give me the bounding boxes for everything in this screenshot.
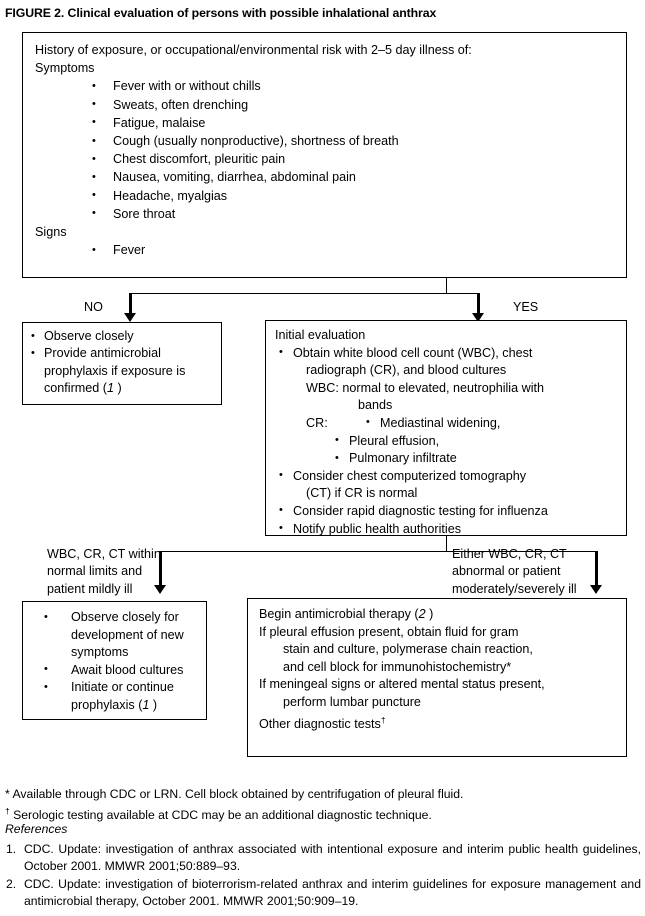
dagger-marker: † — [5, 805, 10, 816]
reference-text: CDC. Update: investigation of anthrax as… — [24, 842, 641, 874]
cr-finding: Pulmonary infiltrate — [275, 450, 626, 468]
reference-entry: 2. CDC. Update: investigation of bioterro… — [5, 876, 641, 911]
asterisk-marker: * — [5, 787, 10, 801]
observe-outcome-box: Observe closely for development of new s… — [22, 601, 207, 720]
initial-bullet-ct-line1: Consider chest computerized tomography — [275, 467, 626, 486]
therapy-text: Begin antimicrobial therapy ( — [259, 607, 419, 621]
list-item: Sweats, often drenching — [35, 95, 626, 114]
list-item: Nausea, vomiting, diarrhea, abdominal pa… — [35, 168, 626, 186]
reference-entry: 1. CDC. Update: investigation of anthrax … — [5, 841, 641, 876]
no-outcome-list: Observe closely Provide antimicrobial pr… — [30, 327, 215, 398]
reference-close: ) — [425, 607, 434, 621]
connector-stem-initial — [446, 536, 448, 552]
no-outcome-box: Observe closely Provide antimicrobial pr… — [22, 322, 222, 405]
therapy-line-effusion-1: If pleural effusion present, obtain flui… — [259, 624, 519, 639]
list-item: Await blood cultures — [29, 661, 202, 680]
dagger-footnote-marker: † — [380, 714, 386, 725]
therapy-line-meningeal-1: If meningeal signs or altered mental sta… — [259, 677, 545, 692]
wbc-result-line2: bands — [358, 398, 393, 413]
list-item: Provide antimicrobial prophylaxis if exp… — [30, 345, 215, 397]
initial-evaluation-box: Initial evaluation Obtain white blood ce… — [265, 320, 627, 539]
observe-list: Observe closely for development of new s… — [29, 609, 202, 715]
arrow-no-stem — [128, 293, 132, 315]
prophylaxis-text: Initiate or continue prophylaxis ( — [71, 680, 174, 712]
references-heading: References — [5, 822, 68, 836]
initial-bullet-notify: Notify public health authorities — [275, 520, 626, 539]
arrow-no-head — [124, 313, 136, 322]
therapy-line-begin: Begin antimicrobial therapy (2 ) — [259, 606, 626, 624]
arrow-mild-head — [154, 585, 166, 594]
branch-label-mild: WBC, CR, CT within normal limits and pat… — [47, 547, 161, 596]
therapy-line-other-tests: Other diagnostic tests† — [259, 712, 626, 734]
initial-bullet-influenza: Consider rapid diagnostic testing for in… — [275, 502, 626, 521]
connector-bar-branch1 — [130, 293, 479, 295]
therapy-outcome-box: Begin antimicrobial therapy (2 ) If pleu… — [247, 598, 627, 757]
wbc-value: normal to elevated, neutrophilia with — [338, 380, 545, 395]
arrow-mild-stem — [158, 551, 162, 587]
reference-marker: 2 — [418, 607, 426, 621]
therapy-line-effusion-2: stain and culture, polymerase chain reac… — [283, 642, 533, 657]
wbc-result-line1: WBC: normal to elevated, neutrophilia wi… — [275, 380, 626, 398]
cr-result-row1: CR:Mediastinal widening, — [275, 414, 626, 433]
list-item: Cough (usually nonproductive), shortness… — [35, 132, 626, 150]
references-list: 1. CDC. Update: investigation of anthrax … — [5, 841, 641, 911]
reference-marker: 1 — [107, 381, 115, 396]
reference-marker: 1 — [142, 697, 150, 712]
arrow-severe-head — [590, 585, 602, 594]
initial-evaluation-heading: Initial evaluation — [275, 328, 366, 342]
list-item: Initiate or continue prophylaxis (1 ) — [29, 679, 202, 714]
list-item: Chest discomfort, pleuritic pain — [35, 150, 626, 168]
therapy-line-meningeal-2: perform lumbar puncture — [283, 694, 421, 709]
list-item: Sore throat — [35, 204, 626, 223]
figure-title: FIGURE 2. Clinical evaluation of persons… — [5, 6, 436, 20]
figure-number: FIGURE 2. — [5, 6, 65, 20]
symptoms-list: Fever with or without chills Sweats, oft… — [35, 77, 626, 223]
criteria-lead-text: History of exposure, or occupational/env… — [35, 43, 472, 57]
wbc-label: WBC: — [306, 380, 339, 395]
symptoms-heading: Symptoms — [35, 61, 95, 76]
therapy-line-effusion-3: and cell block for immunohistochemistry* — [283, 659, 512, 674]
connector-stem-top — [446, 278, 448, 294]
criteria-box: History of exposure, or occupational/env… — [22, 32, 627, 278]
connector-bar-branch2 — [160, 551, 597, 553]
initial-bullet-ct-line2: (CT) if CR is normal — [306, 486, 418, 501]
arrow-yes-stem — [476, 293, 480, 315]
figure-title-text: Clinical evaluation of persons with poss… — [64, 6, 437, 20]
footnotes-block: * Available through CDC or LRN. Cell blo… — [5, 786, 641, 823]
branch-label-yes: YES — [513, 300, 539, 314]
footnote-asterisk-text: Available through CDC or LRN. Cell block… — [9, 787, 464, 801]
reference-number: 2. — [6, 876, 17, 891]
footnote-asterisk: * Available through CDC or LRN. Cell blo… — [5, 786, 641, 803]
cr-finding: Pleural effusion, — [275, 432, 626, 451]
reference-text: CDC. Update: investigation of bioterrori… — [24, 876, 641, 909]
list-item: Observe closely — [30, 327, 215, 345]
initial-bullet-obtain-line1: Obtain white blood cell count (WBC), che… — [275, 344, 626, 363]
cr-finding: Mediastinal widening, — [306, 414, 626, 433]
branch-label-severe: Either WBC, CR, CT abnormal or patient m… — [452, 547, 577, 596]
reference-close: ) — [114, 381, 122, 396]
footnote-dagger-text: Serologic testing available at CDC may b… — [9, 807, 432, 822]
reference-number: 1. — [6, 842, 17, 856]
signs-list: Fever — [35, 241, 626, 259]
initial-bullet-obtain-line2: radiograph (CR), and blood cultures — [306, 363, 507, 378]
arrow-severe-stem — [594, 551, 598, 587]
list-item: Fatigue, malaise — [35, 113, 626, 132]
arrow-yes-head — [472, 313, 484, 322]
signs-heading: Signs — [35, 225, 67, 240]
prophylaxis-text: Provide antimicrobial prophylaxis if exp… — [44, 346, 186, 396]
list-item: Fever — [35, 241, 626, 259]
reference-close: ) — [149, 697, 158, 712]
list-item: Fever with or without chills — [35, 77, 626, 95]
list-item: Headache, myalgias — [35, 186, 626, 205]
branch-label-no: NO — [84, 300, 103, 314]
footnote-dagger: † Serologic testing available at CDC may… — [5, 803, 641, 824]
list-item: Observe closely for development of new s… — [29, 609, 202, 662]
other-tests-text: Other diagnostic tests — [259, 716, 381, 731]
